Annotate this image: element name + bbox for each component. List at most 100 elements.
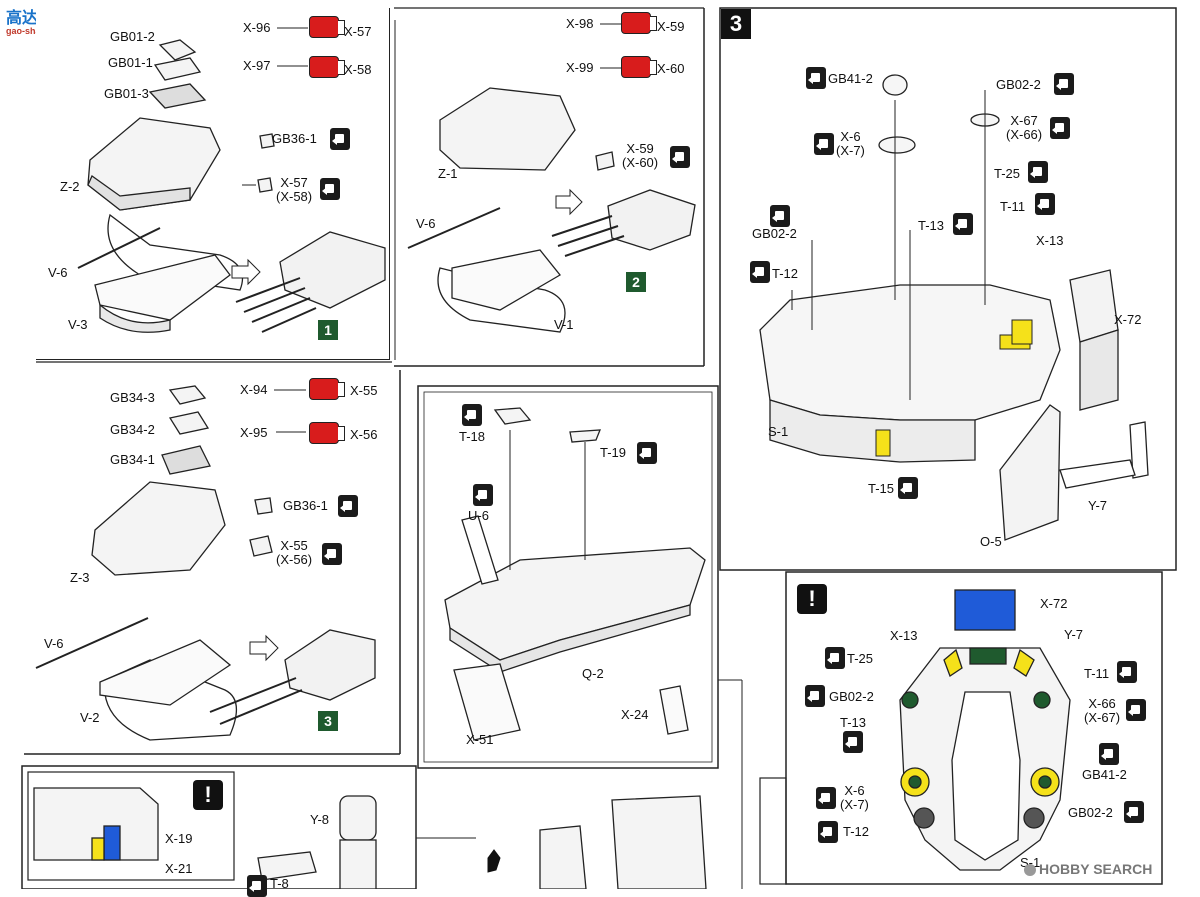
label-x67: X-67	[1010, 113, 1038, 128]
label-t25: T-25	[994, 166, 1021, 181]
label-x60: (X-60)	[622, 155, 659, 170]
cement-icon	[1035, 193, 1055, 215]
label-x6: X-6	[840, 129, 861, 144]
label-t8: T-8	[270, 876, 289, 891]
label-f-t11: T-11	[1084, 666, 1110, 681]
label-x55-x56: X-55 (X-56)	[276, 539, 312, 567]
warning-icon: !	[193, 780, 223, 810]
label-f-t25: T-25	[847, 651, 874, 666]
cement-icon	[473, 484, 493, 506]
label-x55-chip: X-55	[350, 383, 378, 398]
paint-chip-x99	[621, 56, 657, 78]
label-t15: T-15	[868, 481, 895, 496]
cement-icon	[805, 685, 825, 707]
watermark: HOBBY SEARCH	[1024, 861, 1152, 877]
label-t11: T-11	[1000, 199, 1026, 214]
label-f-t12: T-12	[843, 824, 870, 839]
label-f-t13: T-13	[840, 715, 867, 730]
cement-icon	[843, 731, 863, 753]
cement-icon	[1054, 73, 1074, 95]
cement-icon	[637, 442, 657, 464]
cement-icon	[1126, 699, 1146, 721]
step-number-3: 3	[318, 711, 338, 731]
label-v2: V-2	[80, 710, 100, 725]
label-f-x66-x67: X-66 (X-67)	[1084, 697, 1120, 725]
label-x95: X-95	[240, 425, 268, 440]
label-f-gb02-2-bottom: GB02-2	[1068, 805, 1113, 820]
cement-icon	[247, 875, 267, 897]
label-x98: X-98	[566, 16, 594, 31]
cement-icon	[816, 787, 836, 809]
paint-chip-x98	[621, 12, 657, 34]
paint-chip-x96	[309, 16, 345, 38]
label-f-x7: (X-7)	[840, 797, 869, 812]
cement-icon	[320, 178, 340, 200]
label-z2: Z-2	[60, 179, 80, 194]
cement-icon	[953, 213, 973, 235]
label-f-x72: X-72	[1040, 596, 1068, 611]
cement-icon	[1028, 161, 1048, 183]
label-v1: V-1	[554, 317, 574, 332]
cement-icon	[462, 404, 482, 426]
label-u6: U-6	[468, 508, 489, 523]
label-x56-chip: X-56	[350, 427, 378, 442]
label-x24: X-24	[621, 707, 649, 722]
label-x57-x58: X-57 (X-58)	[276, 176, 312, 204]
label-x19: X-19	[165, 831, 193, 846]
label-y7: Y-7	[1088, 498, 1108, 513]
label-gb01-1: GB01-1	[108, 55, 153, 70]
step-number-2: 2	[626, 272, 646, 292]
label-gb36-1: GB36-1	[272, 131, 317, 146]
label-z3: Z-3	[70, 570, 90, 585]
label-x66: (X-66)	[1006, 127, 1043, 142]
label-x51: X-51	[466, 732, 494, 747]
label-z1: Z-1	[438, 166, 458, 181]
label-x59-x60: X-59 (X-60)	[622, 142, 658, 170]
cement-icon	[750, 261, 770, 283]
label-x58: (X-58)	[276, 189, 313, 204]
label-x99: X-99	[566, 60, 594, 75]
label-gb36-1-c: GB36-1	[283, 498, 328, 513]
label-x57: X-57	[280, 175, 308, 190]
label-x58-chip: X-58	[344, 62, 372, 77]
label-v6-b: V-6	[416, 216, 436, 231]
label-gb34-3: GB34-3	[110, 390, 155, 405]
step-number-1: 1	[318, 320, 338, 340]
cement-icon	[1117, 661, 1137, 683]
label-gb41-2: GB41-2	[828, 71, 873, 86]
label-gb01-2: GB01-2	[110, 29, 155, 44]
label-x13: X-13	[1036, 233, 1064, 248]
warning-icon: !	[797, 584, 827, 614]
label-x59-chip: X-59	[657, 19, 685, 34]
label-gb34-1: GB34-1	[110, 452, 155, 467]
label-f-x66: X-66	[1088, 696, 1116, 711]
label-t18: T-18	[459, 429, 486, 444]
label-f-gb41-2: GB41-2	[1082, 767, 1127, 782]
label-x55: X-55	[280, 538, 308, 553]
label-gb02-2-top: GB02-2	[996, 77, 1041, 92]
cement-icon	[818, 821, 838, 843]
label-t13: T-13	[918, 218, 945, 233]
label-x57-chip: X-57	[344, 24, 372, 39]
label-x60-chip: X-60	[657, 61, 685, 76]
cement-icon	[322, 543, 342, 565]
cement-icon	[806, 67, 826, 89]
cement-icon	[670, 146, 690, 168]
paint-chip-x94	[309, 378, 345, 400]
label-t12: T-12	[772, 266, 799, 281]
label-f-gb02-2-top: GB02-2	[829, 689, 874, 704]
cement-icon	[1124, 801, 1144, 823]
label-o5: O-5	[980, 534, 1002, 549]
label-x56: (X-56)	[276, 552, 313, 567]
step-number-big-3: 3	[721, 9, 751, 39]
label-f-x6: X-6	[844, 783, 865, 798]
label-x96: X-96	[243, 20, 271, 35]
paint-chip-x95	[309, 422, 345, 444]
label-v6: V-6	[48, 265, 68, 280]
label-f-x67: (X-67)	[1084, 710, 1121, 725]
label-f-x13: X-13	[890, 628, 918, 643]
label-x72: X-72	[1114, 312, 1142, 327]
label-x21: X-21	[165, 861, 193, 876]
cement-icon	[825, 647, 845, 669]
